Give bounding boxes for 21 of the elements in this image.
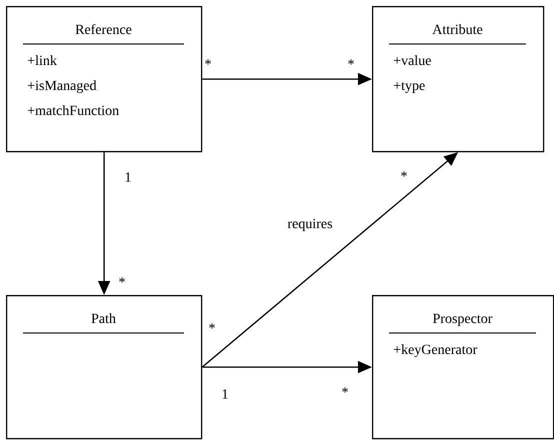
class-name: Prospector — [432, 314, 492, 326]
multiplicity-label: 1 — [126, 172, 131, 182]
attribute-text: +type — [394, 82, 425, 94]
multiplicity-label: * — [348, 59, 354, 65]
class-box — [6, 6, 202, 152]
class-name: Reference — [76, 24, 132, 34]
attribute-text: +isManaged — [28, 80, 96, 94]
multiplicity-label: * — [342, 387, 348, 393]
class-box — [6, 295, 202, 440]
multiplicity-label: * — [401, 171, 407, 177]
class-name: Path — [91, 313, 116, 324]
class-box — [372, 295, 554, 440]
class-name: Attribute — [432, 24, 482, 34]
multiplicity-label: * — [119, 277, 125, 283]
attribute-text: +value — [394, 55, 431, 66]
attribute-text: +matchFunction — [28, 105, 119, 116]
multiplicity-label: 1 — [222, 389, 228, 399]
attribute-text: +link — [28, 55, 57, 65]
edge-label: requires — [286, 218, 334, 232]
attribute-text: +keyGenerator — [394, 344, 478, 358]
class-box — [372, 6, 544, 152]
